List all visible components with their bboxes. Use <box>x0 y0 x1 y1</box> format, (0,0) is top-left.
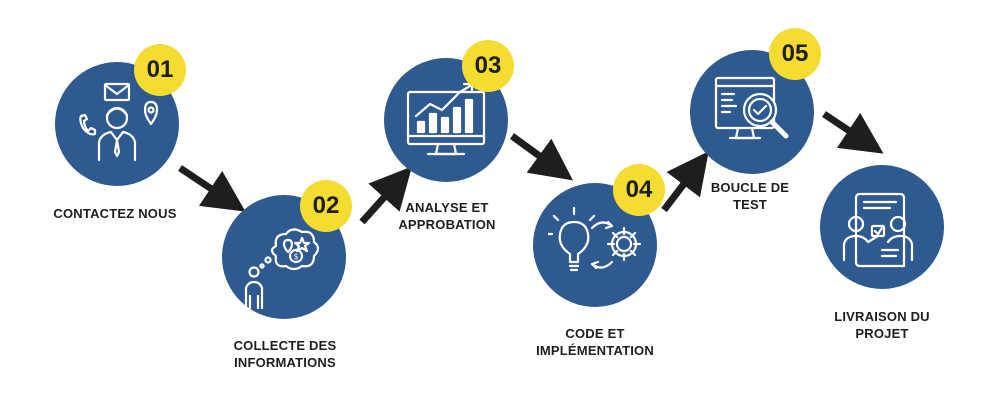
contact-person-icon <box>79 82 159 162</box>
step-number: 04 <box>625 176 653 203</box>
arrow-4-to-5 <box>661 151 709 213</box>
arrow-3-to-4 <box>509 133 573 181</box>
idea-gear-icon <box>548 206 642 272</box>
step-6-label: LIVRAISON DU PROJET <box>834 309 930 341</box>
step-5-badge: 05 <box>769 28 821 80</box>
svg-text:$: $ <box>293 252 298 261</box>
step-4-badge: 04 <box>613 164 665 216</box>
arrow-5-to-6 <box>822 111 884 154</box>
step-4-label: CODE ET IMPLÉMENTATION <box>536 326 654 358</box>
step-1-label: CONTACTEZ NOUS <box>53 206 177 221</box>
project-handover-icon <box>842 192 914 268</box>
arrow-2-to-3 <box>359 166 413 225</box>
step-5-label: BOUCLE DE TEST <box>710 180 790 212</box>
monitor-magnifier-icon <box>714 76 789 140</box>
step-2-label: COLLECTE DES INFORMATIONS <box>233 338 337 370</box>
step-3-badge: 03 <box>462 40 514 92</box>
step-number: 03 <box>474 52 502 79</box>
step-number: 02 <box>312 192 340 219</box>
step-3-label: ANALYSE ET APPROBATION <box>398 200 496 232</box>
thinking-person-icon: $ <box>244 228 320 310</box>
step-number: 05 <box>781 40 809 67</box>
analytics-monitor-icon <box>406 82 486 156</box>
arrow-1-to-2 <box>178 165 246 212</box>
step-1-badge: 01 <box>134 44 186 96</box>
step-number: 01 <box>146 56 174 83</box>
step-2-badge: 02 <box>300 180 352 232</box>
